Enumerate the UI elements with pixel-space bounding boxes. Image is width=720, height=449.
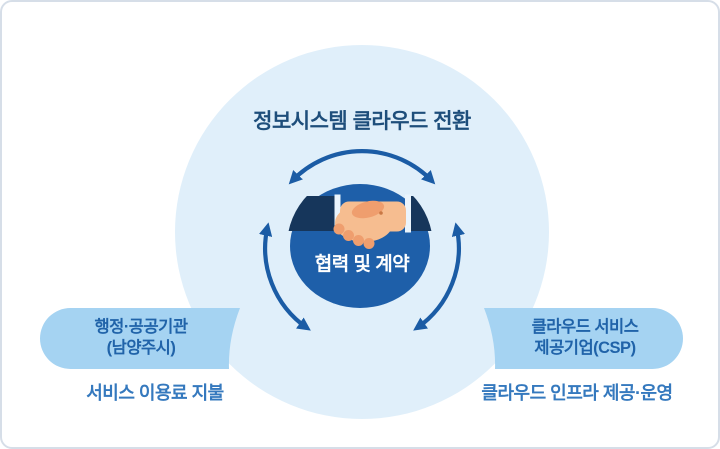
csp-pill-line1: 클라우드 서비스 <box>531 318 639 336</box>
csp-pill-label: 클라우드 서비스 제공기업(CSP) <box>485 317 685 359</box>
public-agency-pill-line1: 행정·공공기관 <box>94 318 188 336</box>
diagram-title: 정보시스템 클라우드 전환 <box>253 110 471 133</box>
public-agency-pill-label: 행정·공공기관 (남양주시) <box>40 317 242 359</box>
csp-pill <box>484 308 683 369</box>
service-fee-caption: 서비스 이용료 지불 <box>86 383 224 403</box>
agreement-label: 협력 및 계약 <box>314 254 410 275</box>
cloud-infra-caption: 클라우드 인프라 제공·운영 <box>481 383 673 403</box>
public-agency-pill-line2: (남양주시) <box>106 339 176 357</box>
cycle-arrows-icon <box>259 149 465 331</box>
public-agency-pill <box>40 308 240 369</box>
csp-pill-line2: 제공기업(CSP) <box>534 339 636 357</box>
handshake-icon <box>287 184 433 308</box>
